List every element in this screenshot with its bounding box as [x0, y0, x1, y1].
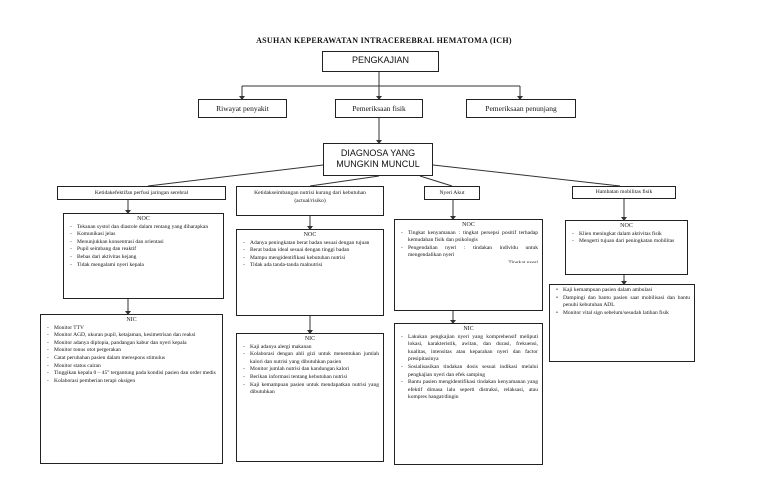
- arrow-col1-nic: [125, 311, 131, 315]
- col2-noc-header: NOC: [303, 232, 317, 238]
- col2-nic-item: Kaji kemampuan pasien untuk mendapatkan …: [243, 382, 379, 397]
- pengkajian-label: PENGKAJIAN: [351, 55, 409, 65]
- arrow-col2-noc: [307, 226, 313, 230]
- col4-nic-item: Dampingi dan bantu pasien saat mobilisas…: [556, 295, 690, 310]
- col2-noc-item: Mampu mengidentifikasi kebutuhan nutrisi: [243, 255, 379, 263]
- col4-noc-panel: NOC Klien meningkat dalam aktivitas fisi…: [565, 220, 688, 275]
- diagnosis-box: DIAGNOSA YANG MUNGKIN MUNCUL: [323, 143, 433, 176]
- diagnosis-mobilitas-label: Hambatan mobilitas fisik: [595, 189, 653, 195]
- arrow-col2-nic: [307, 330, 313, 334]
- col3-nic-header: NIC: [463, 326, 474, 332]
- col3-nic-item: Lakukan pengkajian nyeri yang komprehens…: [401, 334, 538, 364]
- col1-noc-header: NOC: [137, 216, 150, 222]
- col3-noc-panel: NOC Tingkat kenyamanan : tingkat perseps…: [394, 219, 543, 311]
- assessment-label-fisik: Pemeriksaan fisik: [352, 104, 406, 113]
- col3-nic-item: Sosialisasikan tindakan dosis sesuai ind…: [401, 364, 538, 379]
- col1-nic-header: NIC: [126, 317, 137, 323]
- col4-nic-list: Kaji kemampuan pasien dalam ambulasi Dam…: [554, 287, 690, 317]
- col1-nic-panel: NIC Monitor TTV Monitor AGD, ukuran pupi…: [40, 314, 223, 464]
- col1-noc-item: Menunjukkan konsentrasi dan orientasi: [70, 239, 219, 247]
- col1-noc-list: Tekanan systol dan diastole dalam rentan…: [68, 224, 219, 270]
- col1-nic-item: Monitor TTV: [47, 325, 218, 333]
- col2-noc-item: Berat badan ideal sesuai dengan tinggi b…: [243, 247, 379, 255]
- col1-nic-list: Monitor TTV Monitor AGD, ukuran pupil, k…: [45, 325, 218, 386]
- connector-diag-2: [309, 175, 380, 187]
- arrow-fisik: [376, 96, 382, 100]
- arrow-col3-noc: [450, 216, 456, 220]
- col3-noc-item: Tingkat kenyamanan : tingkat persepsi po…: [401, 230, 538, 245]
- col2-nic-item: Kaji adanya alergi makanan: [243, 344, 379, 352]
- assessment-label-riwayat: Riwayat penyakit: [216, 104, 269, 113]
- arrow-col4-noc: [621, 217, 627, 221]
- col2-nic-item: Kolaborasi dengan ahli gizi untuk menent…: [243, 351, 379, 366]
- connector-diag-1: [147, 164, 324, 187]
- col2-nic-panel: NIC Kaji adanya alergi makanan Kolaboras…: [236, 333, 384, 462]
- diagram-title: ASUHAN KEPERAWATAN INTRACEREBRAL HEMATOM…: [256, 36, 512, 45]
- connector-diag-3: [419, 175, 453, 187]
- pengkajian-box: PENGKAJIAN: [322, 51, 439, 72]
- arrow-penunjang: [517, 96, 523, 100]
- diagnosis-mobilitas: Hambatan mobilitas fisik: [572, 186, 676, 199]
- connector-diag-4: [432, 164, 621, 187]
- col4-noc-header: NOC: [620, 223, 633, 229]
- assessment-box-penunjang: Pemeriksaan penunjang: [466, 99, 576, 118]
- col3-noc-header: NOC: [462, 222, 475, 228]
- col2-noc-list: Adanya peningkatan berat badan sesuai de…: [241, 240, 379, 270]
- diagnosis-line-1: DIAGNOSA YANG: [340, 148, 416, 158]
- col1-noc-item: Tidak mengalami nyeri kepala: [70, 262, 219, 270]
- col2-nic-item: Berikan informasi tentang kebutuhan nutr…: [243, 374, 379, 382]
- col3-noc-item: Tingkat nyeri: [408, 260, 538, 263]
- col1-noc-item: Pupil seimbang dan reaktif: [70, 246, 219, 254]
- col2-noc-item: Adanya peningkatan berat badan sesuai de…: [243, 240, 379, 248]
- col1-nic-item: Catat perubahan pasien dalam merespons s…: [47, 355, 218, 363]
- assessment-label-penunjang: Pemeriksaan penunjang: [485, 104, 557, 113]
- col4-noc-list: Klien meningkat dalam aktivitas fisik Me…: [570, 231, 683, 246]
- col1-noc-panel: NOC Tekanan systol dan diastole dalam re…: [63, 213, 224, 299]
- col2-nic-item: Monitor jumlah nutrisi dan kandungan kal…: [243, 366, 379, 374]
- col3-nic-item: Bantu pasien mengidentifikasi tindakan k…: [401, 379, 538, 402]
- diagnosis-nyeri: Nyeri Akut: [424, 186, 480, 200]
- arrow-col1-noc: [125, 210, 131, 214]
- col1-nic-item: Kolaborasi pemberian terapi oksigen: [47, 378, 218, 386]
- diagnosis-nutrisi: Ketidakseimbangan nutrisi kurang dari ke…: [236, 186, 384, 216]
- col1-noc-item: Bebas dari aktivitas kejang: [70, 254, 219, 262]
- col1-noc-item: Tekanan systol dan diastole dalam rentan…: [70, 224, 219, 232]
- col4-noc-item: Mengerti tujuan dari peningkatan mobilit…: [572, 238, 683, 246]
- col4-nic-panel: Kaji kemampuan pasien dalam ambulasi Dam…: [549, 284, 695, 362]
- col4-nic-item: Monitor vital sign sebelum/sesudah latih…: [556, 310, 690, 318]
- arrow-col4-nic: [621, 281, 627, 285]
- col2-noc-panel: NOC Adanya peningkatan berat badan sesua…: [236, 229, 384, 316]
- col1-nic-item: Monitor adanya diplopia, pandangan kabur…: [47, 340, 218, 348]
- diagnosis-line-2: MUNGKIN MUNCUL: [336, 159, 420, 169]
- assessment-box-fisik: Pemeriksaan fisik: [335, 99, 423, 118]
- col3-noc-item: Pengendalian nyeri : tindakan individu u…: [401, 245, 538, 260]
- col2-noc-item: Tidak ada tanda-tanda malnutrisi: [243, 262, 379, 270]
- arrow-diagnosis: [376, 140, 382, 144]
- col4-nic-item: Kaji kemampuan pasien dalam ambulasi: [556, 287, 690, 295]
- col1-noc-item: Komunikasi jelas: [70, 231, 219, 239]
- assessment-box-riwayat: Riwayat penyakit: [198, 99, 287, 118]
- col4-noc-item: Klien meningkat dalam aktivitas fisik: [572, 231, 683, 239]
- col1-nic-item: Monitor status cairan: [47, 363, 218, 371]
- arrow-riwayat: [239, 96, 245, 100]
- arrow-col3-nic: [450, 320, 456, 324]
- col3-nic-panel: NIC Lakukan pengkajian nyeri yang kompre…: [394, 323, 543, 465]
- col3-noc-list: Tingkat kenyamanan : tingkat persepsi po…: [399, 230, 538, 263]
- diagnosis-perfusi-label: Ketidakefektifan perfusi jaringan serebr…: [94, 190, 189, 196]
- col3-nic-list: Lakukan pengkajian nyeri yang komprehens…: [399, 334, 538, 402]
- diagnosis-nutrisi-label: Ketidakseimbangan nutrisi kurang dari ke…: [254, 190, 366, 204]
- col1-nic-item: Monitor AGD, ukuran pupil, ketajaman, ke…: [47, 332, 218, 340]
- diagnosis-nyeri-label: Nyeri Akut: [439, 190, 465, 196]
- diagnosis-perfusi: Ketidakefektifan perfusi jaringan serebr…: [57, 186, 226, 200]
- col1-nic-item: Tinggikan kepala 0 – 45° tergantung pada…: [47, 370, 218, 378]
- col1-nic-item: Monitor tonus otot pergerakan: [47, 347, 218, 355]
- col2-nic-header: NIC: [304, 336, 316, 342]
- col2-nic-list: Kaji adanya alergi makanan Kolaborasi de…: [241, 344, 379, 397]
